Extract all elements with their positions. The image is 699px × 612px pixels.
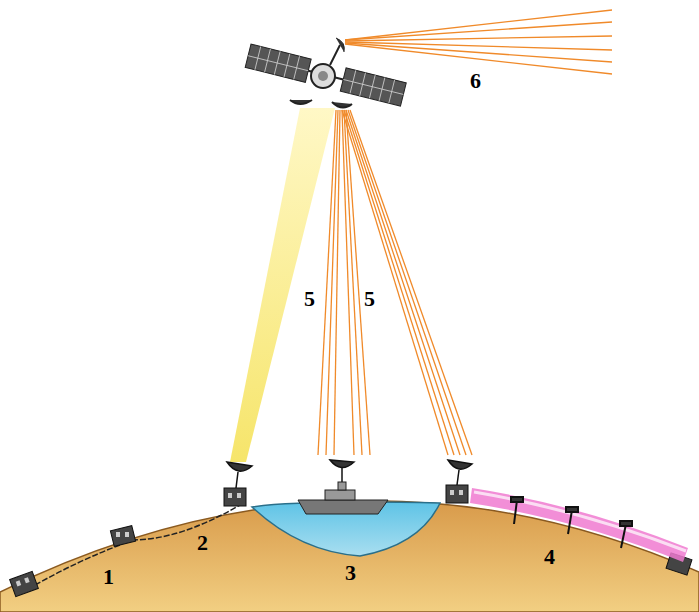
callout-number: 3 (345, 562, 356, 584)
callout-number: 5 (304, 288, 315, 310)
callout-number: 4 (544, 546, 555, 568)
callout-number: 2 (197, 532, 208, 554)
callout-number: 1 (103, 566, 114, 588)
callout-number: 6 (470, 70, 481, 92)
callout-number: 5 (364, 288, 375, 310)
